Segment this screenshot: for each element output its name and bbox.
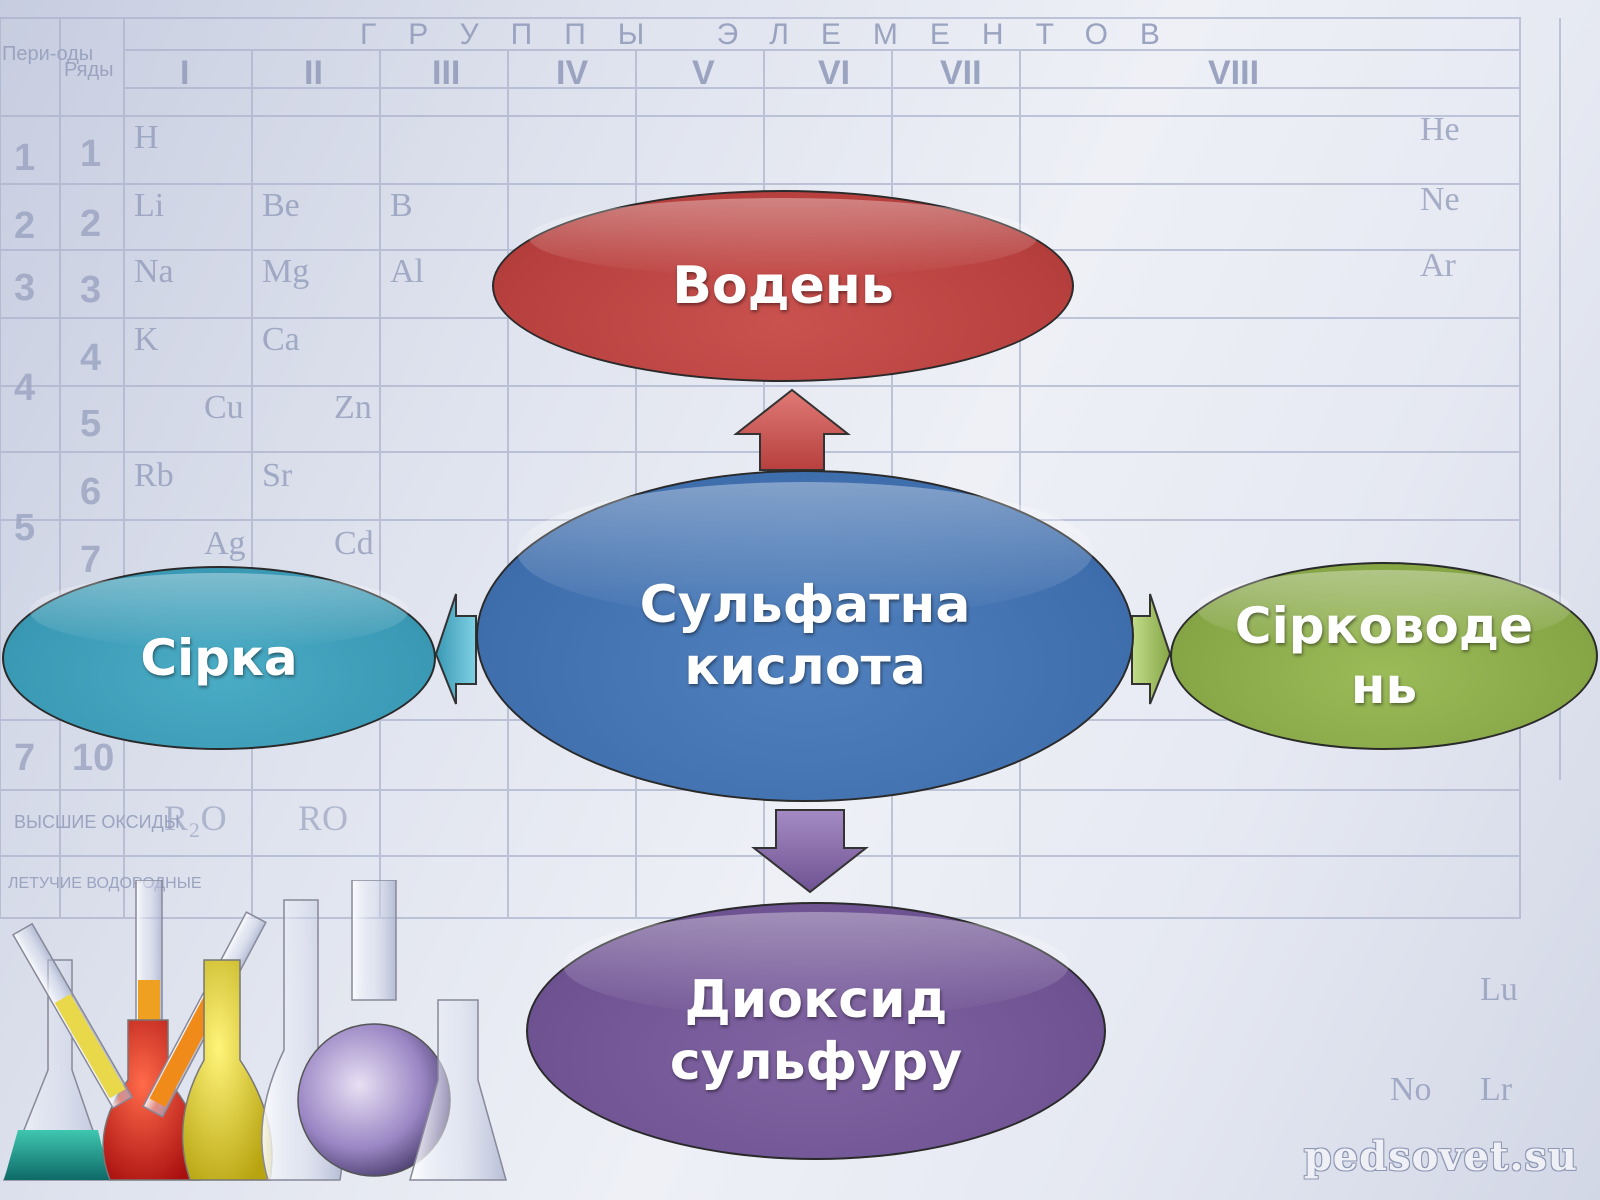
arrow-right [1131,593,1172,705]
node-top-label: Водень [672,255,894,316]
node-bottom-sulfur-dioxide: Диоксид сульфуру [526,902,1106,1160]
arrow-down [751,809,869,894]
node-left-sulfur: Сірка [2,566,436,750]
lab-glassware-image [2,880,507,1181]
node-bottom-label: Диоксид сульфуру [669,969,963,1092]
node-center-sulfuric-acid: Сульфатна кислота [476,470,1134,802]
arrow-up [733,388,851,471]
node-center-label: Сульфатна кислота [639,574,971,697]
node-right-label: Сірководе нь [1234,597,1534,715]
node-top-hydrogen: Водень [492,190,1074,382]
node-right-hydrogen-sulfide: Сірководе нь [1170,562,1598,750]
arrow-left [434,593,477,705]
watermark: pedsovet.su [1303,1133,1578,1180]
node-left-label: Сірка [140,629,298,687]
